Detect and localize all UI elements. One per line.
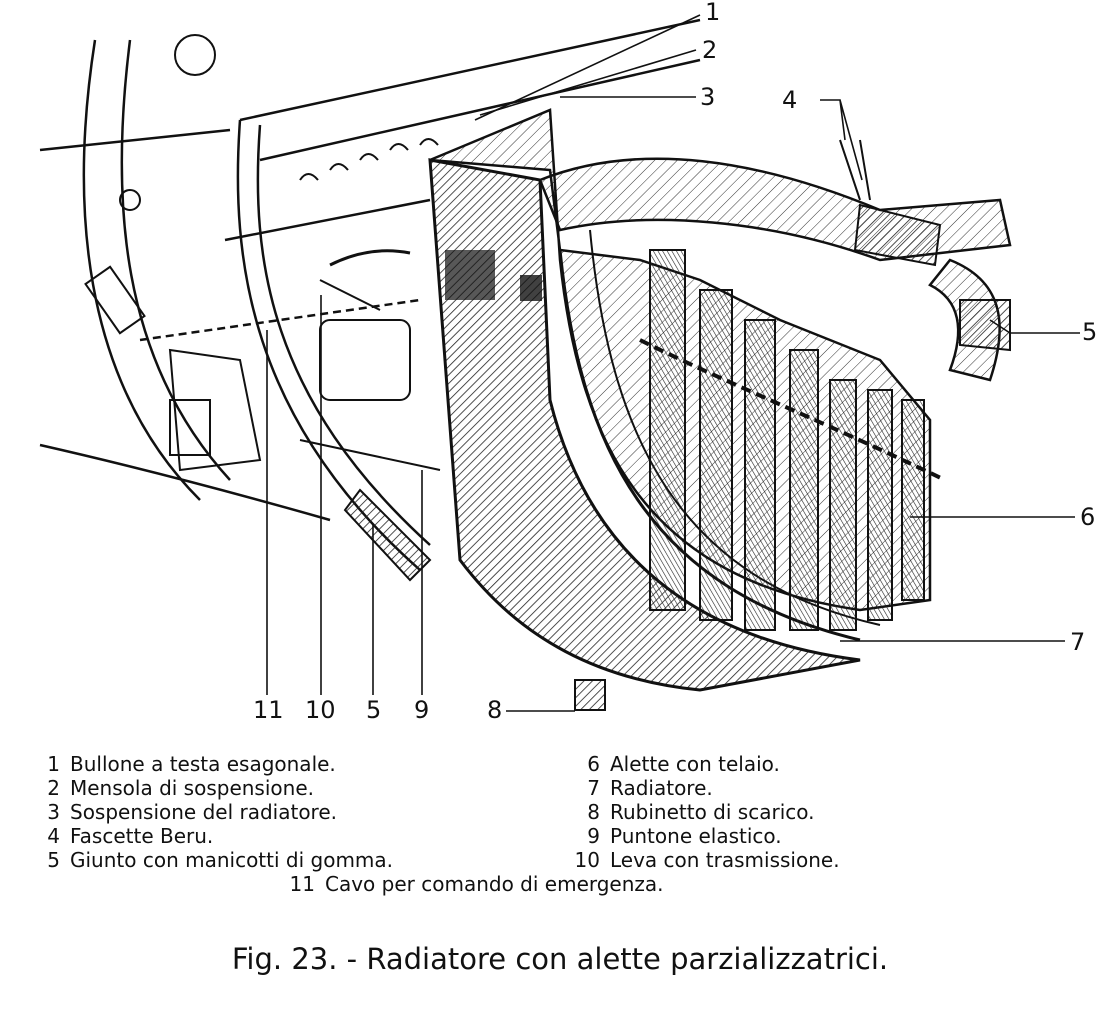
figure-caption: Fig. 23. - Radiatore con alette parziali… xyxy=(231,942,889,976)
legend-item: 6 Alette con telaio. xyxy=(570,752,780,776)
callout-leaders xyxy=(266,14,1080,712)
legend-number: 4 xyxy=(47,824,60,848)
legend-number: 1 xyxy=(47,752,60,776)
legend-text: Leva con trasmissione. xyxy=(610,848,840,872)
legend-number: 6 xyxy=(587,752,600,776)
legend-item: 2 Mensola di sospensione. xyxy=(30,776,314,800)
legend-number: 5 xyxy=(47,848,60,872)
legend-item: 1 Bullone a testa esagonale. xyxy=(30,752,336,776)
callout-7: 7 xyxy=(1070,628,1086,656)
callout-1: 1 xyxy=(705,0,721,26)
legend-number: 10 xyxy=(574,848,600,872)
callout-9-bottom: 9 xyxy=(414,696,430,724)
legend-item: 4 Fascette Beru. xyxy=(30,824,213,848)
callout-5: 5 xyxy=(1082,318,1098,346)
legend-item: 7 Radiatore. xyxy=(570,776,713,800)
radiator-flaps xyxy=(639,249,946,631)
legend-number: 9 xyxy=(587,824,600,848)
legend-text: Fascette Beru. xyxy=(70,824,214,848)
legend-text: Puntone elastico. xyxy=(610,824,782,848)
legend-item: 9 Puntone elastico. xyxy=(570,824,782,848)
fuselage-details xyxy=(84,34,439,472)
legend-item: 5 Giunto con manicotti di gomma. xyxy=(30,848,393,872)
radiator-illustration: 1 2 3 4 5 6 7 8 11 10 5 9 xyxy=(39,0,1098,724)
strut-assembly xyxy=(299,249,441,582)
legend-text: Cavo per comando di emergenza. xyxy=(325,872,664,896)
legend-item: 8 Rubinetto di scarico. xyxy=(570,800,814,824)
callout-6: 6 xyxy=(1080,503,1096,531)
legend-item: 11 Cavo per comando di emergenza. xyxy=(285,872,664,896)
legend-text: Mensola di sospensione. xyxy=(70,776,314,800)
legend-text: Giunto con manicotti di gomma. xyxy=(70,848,394,872)
legend-number: 2 xyxy=(47,776,60,800)
radiator-drawing xyxy=(39,14,1080,712)
legend-item: 10 Leva con trasmissione. xyxy=(570,848,840,872)
legend-item: 3 Sospensione del radiatore. xyxy=(30,800,337,824)
callout-10-bottom: 10 xyxy=(305,696,336,724)
coolant-hose xyxy=(538,139,1012,382)
legend-text: Alette con telaio. xyxy=(610,752,780,776)
legend-number: 11 xyxy=(289,872,315,896)
legend-number: 7 xyxy=(587,776,600,800)
callout-5-bottom: 5 xyxy=(366,696,382,724)
callout-2: 2 xyxy=(702,36,718,64)
legend-number: 3 xyxy=(47,800,60,824)
drain-cock xyxy=(574,679,606,711)
legend-text: Sospensione del radiatore. xyxy=(70,800,338,824)
callout-3: 3 xyxy=(700,83,716,111)
parts-legend: 1 Bullone a testa esagonale. 2 Mensola di … xyxy=(0,752,1120,932)
legend-text: Bullone a testa esagonale. xyxy=(70,752,336,776)
legend-text: Rubinetto di scarico. xyxy=(610,800,815,824)
legend-text: Radiatore. xyxy=(610,776,713,800)
callout-8: 8 xyxy=(487,696,503,724)
callout-4: 4 xyxy=(782,86,798,114)
callout-11-bottom: 11 xyxy=(253,696,284,724)
legend-number: 8 xyxy=(587,800,600,824)
